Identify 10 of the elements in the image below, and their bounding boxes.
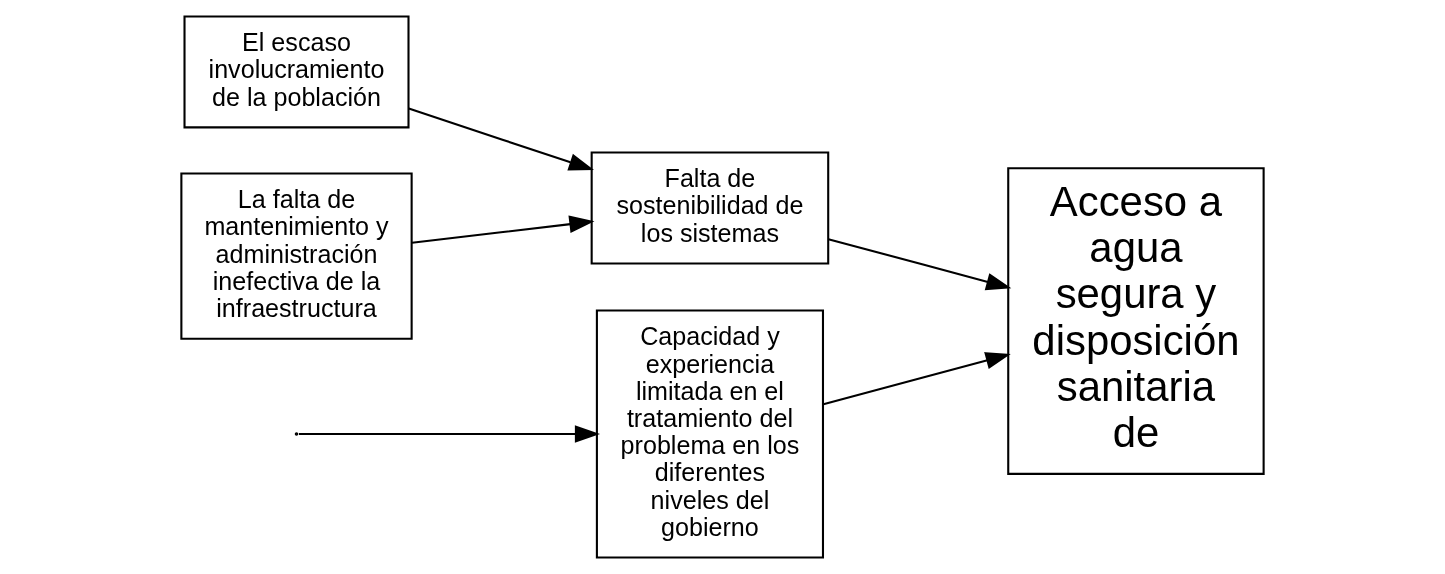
arrow xyxy=(823,352,1011,406)
arrow xyxy=(408,107,594,171)
node-box: El escaso involucramiento de la población xyxy=(183,15,410,129)
node-box: Acceso a agua segura y disposición sanitaria de xyxy=(1007,167,1265,475)
node-box: Capacidad y experiencia limitada en el tratamiento del problema en los diferentes niveles del gobierno xyxy=(595,309,825,559)
node-box: Falta de sostenibilidad de los sistemas xyxy=(590,151,830,265)
arrow xyxy=(411,215,595,244)
arrow xyxy=(828,238,1012,291)
arrow xyxy=(298,425,601,443)
node-box: La falta de mantenimiento y administración inefectiva de la infraestructura xyxy=(180,172,413,340)
